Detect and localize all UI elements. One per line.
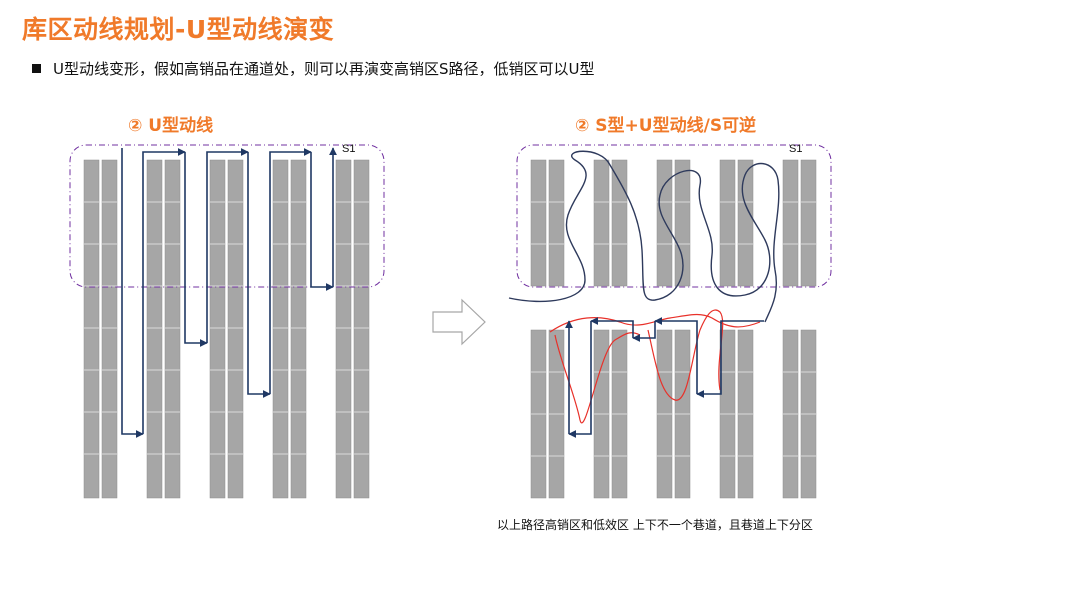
rack-column bbox=[530, 159, 547, 287]
rack-column bbox=[548, 159, 565, 287]
right-start-label: S1 bbox=[789, 143, 802, 155]
u-path bbox=[121, 147, 337, 438]
left-start-label: S1 bbox=[342, 143, 355, 155]
right-rack-group bbox=[530, 159, 817, 499]
bullet-text: U型动线变形，假如高销品在通道处，则可以再演变高销区S路径，低销区可以U型 bbox=[53, 60, 595, 78]
bullet-point: U型动线变形，假如高销品在通道处，则可以再演变高销区S路径，低销区可以U型 bbox=[32, 58, 594, 79]
s-path-curve bbox=[508, 150, 780, 323]
rack-column bbox=[335, 159, 352, 499]
left-rack-group bbox=[83, 159, 370, 499]
rack-column bbox=[101, 159, 118, 499]
left-heading: ② U型动线 bbox=[128, 116, 214, 136]
rack-column bbox=[272, 159, 289, 499]
rack-column bbox=[593, 159, 610, 287]
rack-column bbox=[611, 159, 628, 287]
page-title: 库区动线规划-U型动线演变 bbox=[22, 15, 335, 44]
low-sales-u-path bbox=[565, 317, 764, 438]
square-bullet-icon bbox=[32, 64, 41, 73]
transition-arrow-icon bbox=[432, 298, 486, 346]
rack-column bbox=[782, 159, 799, 287]
right-heading: ② S型+U型动线/S可逆 bbox=[575, 116, 757, 136]
rack-column bbox=[209, 159, 226, 499]
rack-column bbox=[800, 159, 817, 287]
rack-column bbox=[164, 159, 181, 499]
rack-column bbox=[353, 159, 370, 499]
rack-column bbox=[290, 159, 307, 499]
rack-column bbox=[674, 159, 691, 287]
caption-text: 以上路径高销区和低效区 上下不一个巷道，且巷道上下分区 bbox=[497, 518, 813, 532]
rack-column bbox=[737, 159, 754, 287]
rack-column bbox=[83, 159, 100, 499]
rack-column bbox=[227, 159, 244, 499]
rack-column bbox=[146, 159, 163, 499]
rack-column bbox=[719, 159, 736, 287]
